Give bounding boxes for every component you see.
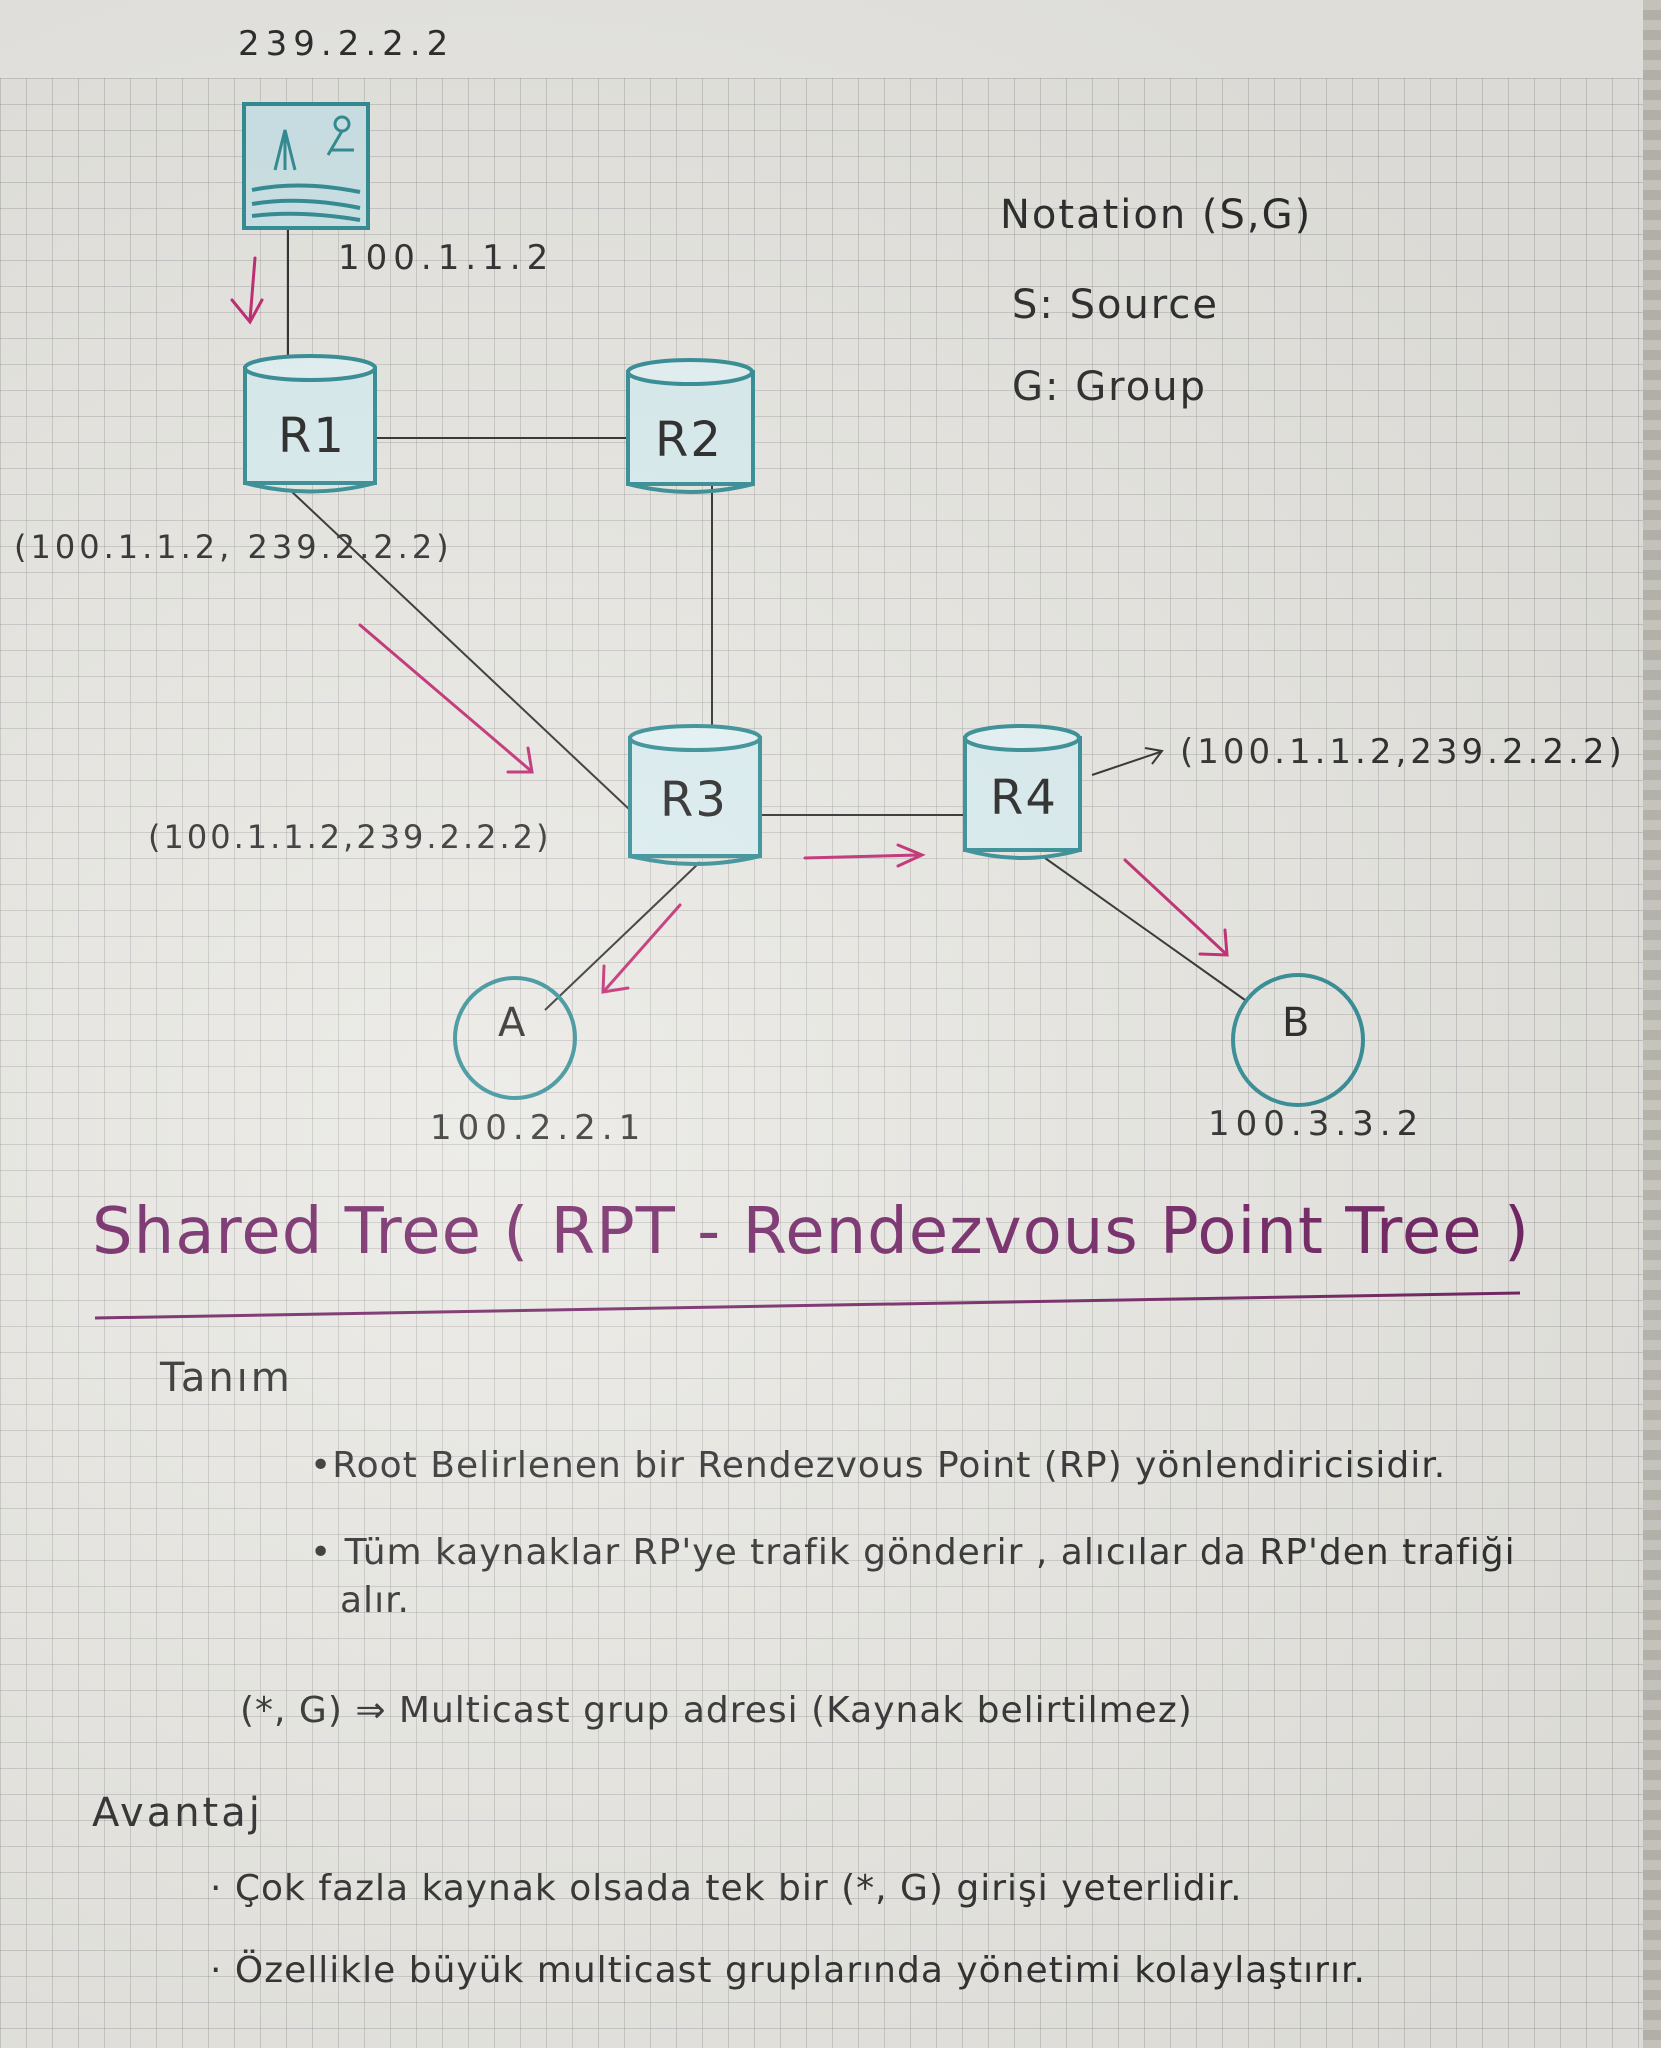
arrow-r4-note-icon bbox=[1091, 747, 1164, 776]
avantaj-heading: Avantaj bbox=[92, 1790, 263, 1836]
router-r4-icon bbox=[963, 724, 1082, 860]
host-b-icon bbox=[1231, 973, 1365, 1107]
tanim-bullet-1: •Root Belirlenen bir Rendezvous Point (R… bbox=[310, 1445, 1447, 1486]
arrow-r4-to-b-icon bbox=[1123, 858, 1229, 957]
router-r2-label: R2 bbox=[655, 412, 723, 468]
avantaj-item-1: · Çok fazla kaynak olsada tek bir (*, G)… bbox=[210, 1868, 1243, 1909]
sg-entry-r3: (100.1.1.2,239.2.2.2) bbox=[148, 818, 552, 856]
arrow-r1-to-r3-icon bbox=[358, 623, 534, 774]
tanim-heading: Tanım bbox=[160, 1355, 293, 1401]
sg-entry-r1: (100.1.1.2, 239.2.2.2) bbox=[14, 528, 453, 566]
avantaj-item-2: · Özellikle büyük multicast gruplarında … bbox=[210, 1950, 1366, 1991]
host-a-label: A bbox=[498, 1000, 528, 1046]
legend-source: S: Source bbox=[1012, 282, 1219, 328]
group-address-label: 239.2.2.2 bbox=[238, 24, 455, 64]
link-r4-b bbox=[1044, 857, 1246, 1001]
star-g-definition: (*, G) ⇒ Multicast grup adresi (Kaynak b… bbox=[240, 1690, 1193, 1731]
notebook-top-band bbox=[0, 0, 1661, 78]
tanim-bullet-2-cont: alır. bbox=[340, 1580, 411, 1621]
router-r1-label: R1 bbox=[278, 408, 346, 464]
sg-entry-r4: (100.1.1.2,239.2.2.2) bbox=[1180, 732, 1626, 772]
router-r1-icon bbox=[243, 354, 377, 494]
arrow-r3-to-a-icon bbox=[601, 903, 682, 994]
host-b-ip: 100.3.3.2 bbox=[1208, 1104, 1425, 1144]
router-r2-icon bbox=[626, 358, 755, 494]
section-title: Shared Tree ( RPT - Rendezvous Point Tre… bbox=[92, 1195, 1530, 1269]
notebook-spiral-edge bbox=[1643, 0, 1661, 2048]
legend-group: G: Group bbox=[1012, 364, 1207, 410]
arrow-down-source-icon bbox=[230, 256, 264, 325]
router-r4-label: R4 bbox=[990, 770, 1058, 826]
arrow-r3-to-r4-icon bbox=[803, 843, 926, 868]
host-a-ip: 100.2.2.1 bbox=[430, 1108, 647, 1148]
link-r1-r3 bbox=[289, 489, 631, 811]
title-underline bbox=[94, 1291, 1521, 1320]
source-server-icon bbox=[242, 102, 370, 230]
legend-notation: Notation (S,G) bbox=[1000, 192, 1313, 238]
router-r3-icon bbox=[628, 724, 762, 866]
host-a-icon bbox=[453, 976, 577, 1100]
router-r3-label: R3 bbox=[660, 772, 728, 828]
source-address-label: 100.1.1.2 bbox=[338, 238, 555, 278]
tanim-bullet-2: • Tüm kaynaklar RP'ye trafik gönderir , … bbox=[310, 1532, 1516, 1573]
link-r3-a bbox=[544, 861, 701, 1011]
host-b-label: B bbox=[1282, 1000, 1312, 1046]
